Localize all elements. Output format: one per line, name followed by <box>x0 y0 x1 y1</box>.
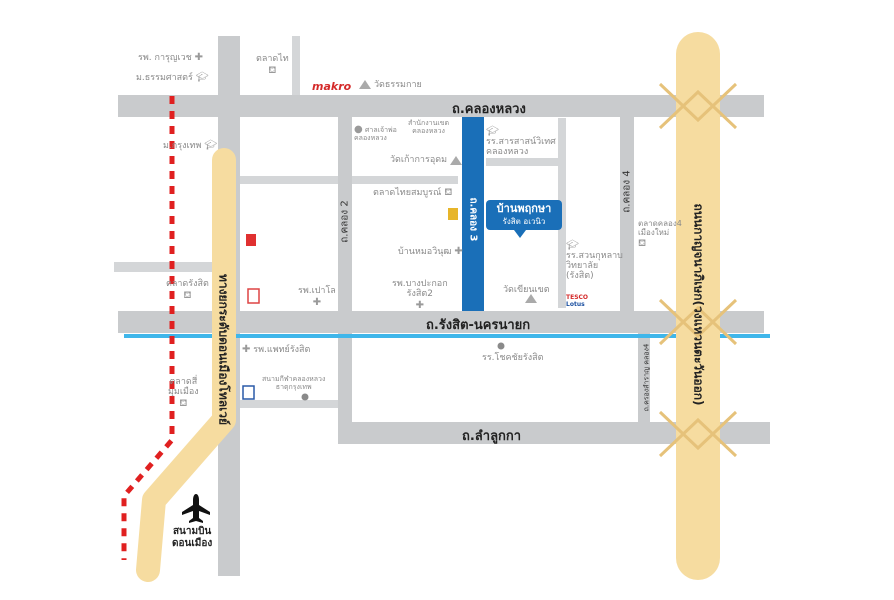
hospital-cross-icon: ✚ <box>194 52 203 63</box>
school-cap-icon: 🎓︎ <box>195 72 209 83</box>
road-label-tollway: ทางยกระดับดอนเมืองโทลเวย์ <box>216 274 231 425</box>
temple-icon <box>525 294 537 303</box>
project-name: บ้านพฤกษา <box>496 202 552 215</box>
road-klong-luang <box>118 95 764 117</box>
place-wat-kao: วัดเก้าการอุดม <box>390 155 447 165</box>
minor-road <box>348 176 458 184</box>
project-subtitle: รังสิต อเวนิว <box>502 217 546 226</box>
don-mueang-tollway <box>136 148 236 582</box>
airplane-icon <box>182 494 210 523</box>
minor-road <box>558 118 566 308</box>
minor-road <box>114 262 218 272</box>
interchange-south <box>658 410 738 458</box>
place-rp-karunyavet: รพ. การุญเวช ✚ <box>138 52 203 63</box>
place-wat-thammakai: วัดธรรมกาย <box>374 80 422 90</box>
temple-icon <box>450 156 462 165</box>
road-klong-2 <box>338 117 352 317</box>
hospital-cross-icon: ✚ <box>415 299 425 311</box>
school-cap-icon: 🎓︎ <box>204 140 217 151</box>
logo-badge-icon <box>247 288 260 304</box>
market-basket-icon: ⛾ <box>444 187 453 198</box>
road-lam-luk-ka <box>338 422 770 444</box>
place-m-krungthep: ม.กรุงเทพ 🎓︎ <box>163 140 217 151</box>
temple-icon <box>359 80 371 89</box>
minor-road <box>240 400 340 408</box>
place-rr-suan-kulab: 🎓︎รร.สวนกุหลาบวิทยาลัย(รังสิต) <box>566 240 623 281</box>
project-marker[interactable]: บ้านพฤกษา รังสิต อเวนิว <box>486 200 562 238</box>
hospital-cross-icon: ✚ <box>312 296 322 308</box>
place-talad-thai: ตลาดไท⛾ <box>256 54 289 76</box>
minor-road <box>486 158 558 166</box>
place-sakhon-2: สำนักงานเขตคลองหลวง <box>408 119 450 135</box>
minor-road <box>236 176 340 184</box>
place-talad-si-mum: ตลาดสี่มุมเมือง⛾ <box>168 377 199 409</box>
interchange-middle <box>658 298 738 346</box>
road-klong-4 <box>620 117 634 313</box>
market-basket-icon: ⛾ <box>179 397 188 409</box>
place-talad-thai-somboon: ตลาดไทยสมบูรณ์ ⛾ <box>373 187 453 198</box>
tesco-text: TESCO <box>566 294 589 301</box>
hospital-cross-icon: ✚ <box>242 344 251 355</box>
makro-logo: makro <box>312 80 352 93</box>
market-basket-icon: ⛾ <box>638 237 647 249</box>
road-label-klong-2: ถ.คลอง 2 <box>339 200 351 243</box>
market-basket-icon: ⛾ <box>268 64 277 76</box>
place-m-thammasat: ม.ธรรมศาสตร์ 🎓︎ <box>136 72 209 83</box>
canal-line <box>124 334 770 338</box>
logo-badge-icon <box>242 385 255 400</box>
hospital-cross-icon: ✚ <box>454 246 463 257</box>
place-rp-paolo: รพ.เปาโล✚ <box>298 286 336 308</box>
place-rp-phat-rangsit: ✚ รพ.แพทย์รังสิต <box>242 344 311 355</box>
place-sanam-kila: สนามกีฬาคลองหลวงธาตุกรุงเทพ <box>262 375 326 391</box>
location-dot-icon: ● <box>354 124 363 135</box>
road-klong-4-south <box>638 333 650 423</box>
road-connector <box>338 333 352 433</box>
place-wat-khian: วัดเขียนเขต <box>503 285 550 295</box>
logo-badge-icon <box>448 208 458 220</box>
tesco-lotus-logo: TESCO Lotus <box>566 294 588 308</box>
school-cap-icon: 🎓︎ <box>566 240 579 251</box>
road-label-lam-luk-ka: ถ.ลำลูกกา <box>462 429 522 444</box>
road-rangsit-nakhon-nayok <box>118 311 764 333</box>
interchange-north <box>658 82 738 130</box>
market-basket-icon: ⛾ <box>183 289 192 301</box>
place-sakhon-1: ● ศาลเจ้าพ่อคลองหลวง <box>354 124 397 142</box>
location-dot-icon <box>301 393 309 401</box>
school-cap-icon: 🎓︎ <box>486 126 499 137</box>
logo-badge-icon <box>246 234 256 246</box>
minor-road <box>292 36 300 98</box>
place-rr-sarasas: 🎓︎รร.สารสาสน์วิเทศคลองหลวง <box>486 126 556 157</box>
road-label-klong-4-small: ถ.ครองสำราญ คลอง4 <box>642 343 651 412</box>
road-label-klong-3: ถ.คลอง 3 <box>467 197 479 242</box>
location-dot-icon <box>497 342 505 350</box>
road-label-outer-ring: ถนนกาญจนาภิเษก(วงแหวนตะวันออก) <box>691 203 706 406</box>
road-label-klong-luang: ถ.คลองหลวง <box>452 102 526 117</box>
road-label-klong-4: ถ.คลอง 4 <box>621 170 633 213</box>
place-airport: สนามบินดอนเมือง <box>172 526 213 549</box>
place-rp-bangpakok: รพ.บางปะกอกรังสิต2✚ <box>392 279 448 311</box>
place-rr-chokchai: รร.โชคชัยรังสิต <box>482 353 544 363</box>
lotus-text: Lotus <box>566 301 585 308</box>
railway-line <box>121 96 175 560</box>
place-baan-mor: บ้านหมอวินุฒ ✚ <box>398 246 463 257</box>
place-talad-rangsit: ตลาดรังสิต⛾ <box>166 279 209 301</box>
road-klong-3 <box>462 117 484 311</box>
road-label-rangsit-nakhon-nayok: ถ.รังสิต-นครนายก <box>426 318 531 333</box>
